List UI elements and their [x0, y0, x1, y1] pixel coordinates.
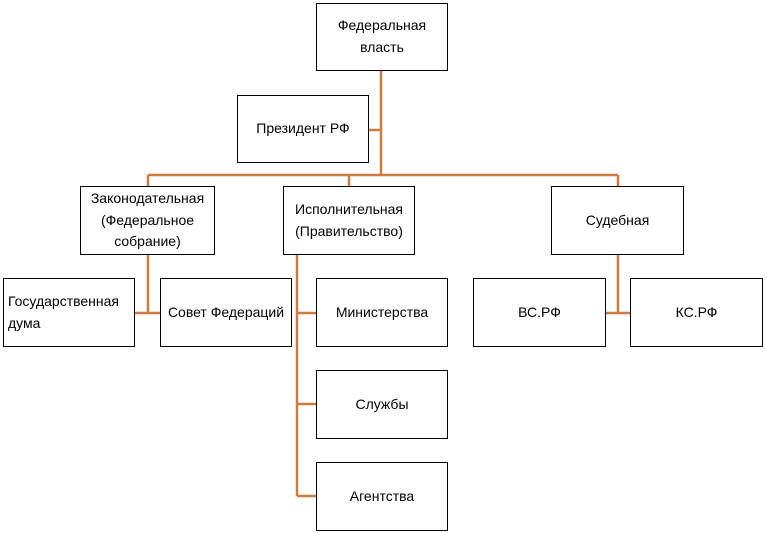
node-executive-label: Исполнительная (Правительство)	[295, 200, 403, 239]
node-ministries: Министерства	[316, 278, 448, 347]
node-constitutional-court: КС.РФ	[630, 278, 763, 347]
node-legislative-label: Законодательная (Федеральное собрание)	[90, 189, 205, 250]
node-supreme-court: ВС.РФ	[473, 278, 606, 347]
node-ministries-label: Министерства	[335, 303, 429, 320]
node-federation-council: Совет Федераций	[160, 278, 292, 347]
node-services-label: Службы	[355, 395, 409, 412]
node-judicial-label: Судебная	[585, 211, 650, 228]
node-executive: Исполнительная (Правительство)	[283, 186, 415, 255]
node-supreme-court-label: ВС.РФ	[518, 303, 561, 320]
node-state-duma-label: Государственная дума	[8, 292, 120, 331]
node-services: Службы	[316, 370, 448, 439]
node-agencies: Агентства	[316, 462, 448, 531]
node-president-label: Президент РФ	[256, 120, 350, 137]
node-federal-power-label: Федеральная власть	[337, 17, 427, 55]
node-federal-power: Федеральная власть	[316, 3, 448, 71]
node-constitutional-court-label: КС.РФ	[675, 303, 718, 320]
node-legislative: Законодательная (Федеральное собрание)	[80, 186, 215, 255]
node-agencies-label: Агентства	[349, 487, 415, 504]
node-state-duma: Государственная дума	[3, 278, 135, 347]
node-judicial: Судебная	[551, 186, 684, 255]
node-president: Президент РФ	[237, 95, 369, 163]
node-federation-council-label: Совет Федераций	[167, 303, 285, 320]
